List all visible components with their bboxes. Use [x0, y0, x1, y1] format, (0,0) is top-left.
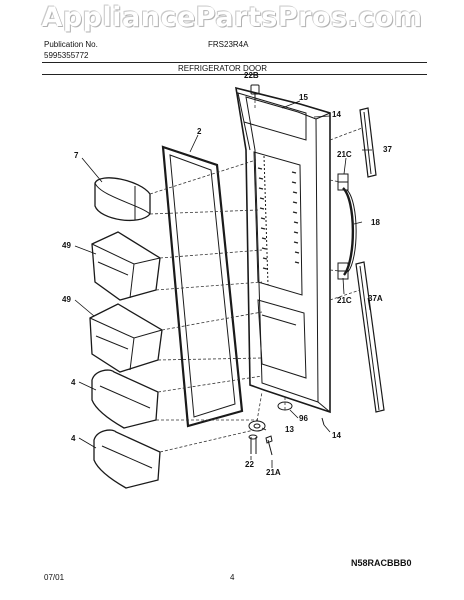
- footer-page-number: 4: [230, 573, 235, 582]
- dairy-compartment-door: [95, 178, 150, 221]
- diagram-code: N58RACBBB0: [351, 558, 412, 568]
- door-shelf-lower: [94, 430, 160, 488]
- handle-mount-upper: [338, 174, 348, 190]
- callout-15: 15: [299, 93, 308, 102]
- trim-strip-lower: [356, 262, 384, 412]
- model-number: FRS23R4A: [208, 40, 249, 49]
- leader-lines: [75, 101, 372, 468]
- door-gasket: [163, 147, 242, 426]
- liner-rail-marks: [258, 168, 299, 269]
- callout-37a: 37A: [368, 294, 383, 303]
- callout-2: 2: [197, 127, 202, 136]
- door-handle: [343, 188, 356, 275]
- callout-13: 13: [285, 425, 294, 434]
- bottom-bushing: [249, 421, 265, 431]
- callout-96: 96: [299, 414, 308, 423]
- door-bin-middle: [90, 304, 162, 372]
- section-title: REFRIGERATOR DOOR: [178, 64, 268, 73]
- callout-21a: 21A: [266, 468, 281, 477]
- callout-49-middle: 49: [62, 295, 71, 304]
- callout-49-top: 49: [62, 241, 71, 250]
- door-shelf-upper: [92, 370, 158, 428]
- publication-number: 5995355772: [44, 51, 89, 60]
- callout-14-bottom: 14: [332, 431, 341, 440]
- handle-mount-lower: [338, 263, 348, 279]
- header-rule-top: [42, 62, 427, 63]
- door-liner: [236, 88, 330, 412]
- trim-strip-upper: [360, 108, 376, 177]
- watermark: AppliancePartsPros.com: [41, 2, 423, 33]
- callout-21c-top: 21C: [337, 150, 352, 159]
- explosion-lines: [150, 100, 362, 452]
- callout-4-bottom: 4: [71, 434, 76, 443]
- header-rule-bottom: [42, 74, 427, 75]
- door-screw: [322, 418, 324, 425]
- callout-37: 37: [383, 145, 392, 154]
- callout-4-top: 4: [71, 378, 76, 387]
- callout-21c-bottom: 21C: [337, 296, 352, 305]
- top-hinge-pin: [251, 85, 259, 100]
- callout-7: 7: [74, 151, 79, 160]
- publication-label: Publication No.: [44, 40, 98, 49]
- bottom-hinge-pin: [249, 435, 257, 454]
- callout-22b: 22B: [244, 71, 259, 80]
- footer-date: 07/01: [44, 573, 65, 582]
- callout-18: 18: [371, 218, 380, 227]
- callout-14-top: 14: [332, 110, 341, 119]
- callout-22: 22: [245, 460, 254, 469]
- door-bin-upper: [92, 232, 160, 300]
- bottom-screw: [266, 436, 272, 455]
